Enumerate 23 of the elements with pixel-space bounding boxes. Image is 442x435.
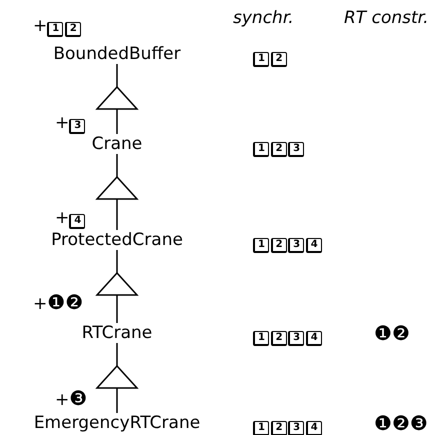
class-name: Crane bbox=[92, 134, 142, 154]
feature-marks: +❸ bbox=[55, 388, 88, 410]
class-name: RTCrane bbox=[82, 323, 152, 343]
feature-marks: +1 2 bbox=[33, 16, 81, 40]
column-header: RT constr. bbox=[344, 8, 428, 28]
feature-marks: 1 2 3 4 bbox=[253, 415, 322, 435]
feature-marks: 1 2 3 4 bbox=[253, 232, 322, 256]
class-name: ProtectedCrane bbox=[51, 230, 183, 250]
feature-marks: 1 2 3 4 bbox=[253, 325, 322, 349]
feature-marks: +3 bbox=[55, 113, 86, 134]
feature-marks: +4 bbox=[55, 208, 86, 229]
feature-marks: 1 2 bbox=[253, 46, 287, 70]
inheritance-arrow bbox=[96, 64, 138, 134]
column-header: synchr. bbox=[233, 8, 294, 28]
feature-marks: +❶❷ bbox=[33, 292, 84, 314]
class-name: EmergencyRTCrane bbox=[34, 413, 200, 433]
feature-marks: 1 2 3 bbox=[253, 136, 304, 160]
inheritance-arrow bbox=[96, 154, 138, 230]
inheritance-arrow bbox=[96, 343, 138, 413]
constraint-marks: ❶❷❸ bbox=[374, 413, 428, 435]
class-name: BoundedBuffer bbox=[53, 44, 181, 64]
constraint-marks: ❶❷ bbox=[374, 323, 410, 345]
inheritance-arrow bbox=[96, 250, 138, 323]
